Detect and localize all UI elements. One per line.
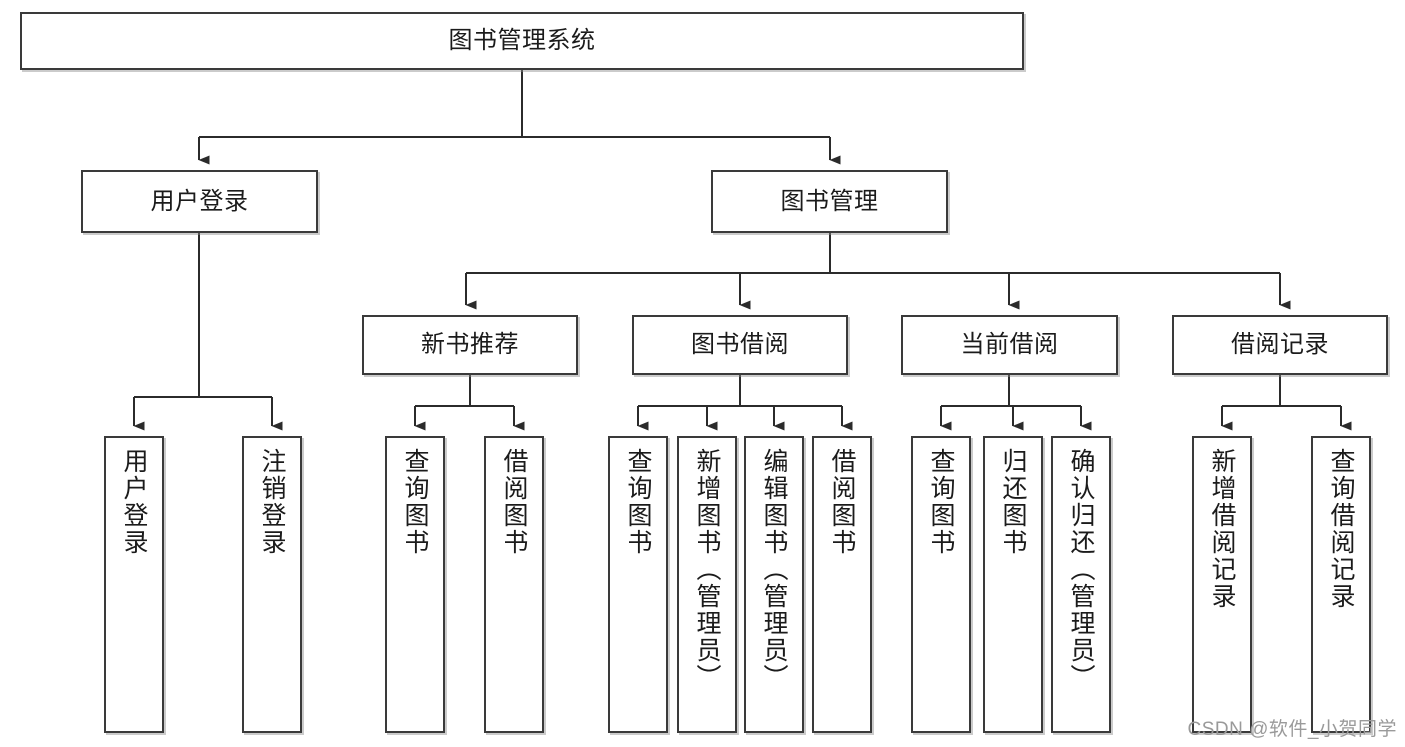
node-leaf-bb-query-book[interactable]: 查询图书 <box>608 436 668 733</box>
node-leaf-bb-borrow-book[interactable]: 借阅图书 <box>812 436 872 733</box>
node-user-login[interactable]: 用户登录 <box>81 170 318 233</box>
node-leaf-br-add-record-label: 新增借阅记录 <box>1208 448 1236 610</box>
node-user-login-label: 用户登录 <box>150 187 249 215</box>
node-current-borrow[interactable]: 当前借阅 <box>901 315 1118 375</box>
node-borrow-record[interactable]: 借阅记录 <box>1172 315 1388 375</box>
node-leaf-cb-query-book-label: 查询图书 <box>927 448 955 556</box>
node-root[interactable]: 图书管理系统 <box>20 12 1024 70</box>
node-leaf-logout[interactable]: 注销登录 <box>242 436 302 733</box>
node-leaf-cb-return-book-label: 归还图书 <box>999 448 1027 556</box>
node-leaf-bb-add-book-label: 新增图书（管理员） <box>693 448 721 691</box>
node-new-book-rec[interactable]: 新书推荐 <box>362 315 578 375</box>
node-leaf-bb-edit-book[interactable]: 编辑图书（管理员） <box>744 436 804 733</box>
node-leaf-cb-return-book[interactable]: 归还图书 <box>983 436 1043 733</box>
node-book-manage[interactable]: 图书管理 <box>711 170 948 233</box>
node-leaf-br-query-record-label: 查询借阅记录 <box>1327 448 1355 610</box>
node-new-book-rec-label: 新书推荐 <box>421 331 519 359</box>
node-leaf-bb-query-book-label: 查询图书 <box>624 448 652 556</box>
node-book-borrow-label: 图书借阅 <box>691 331 789 359</box>
node-book-manage-label: 图书管理 <box>780 187 879 215</box>
node-leaf-user-login-label: 用户登录 <box>120 448 148 556</box>
node-leaf-br-add-record[interactable]: 新增借阅记录 <box>1192 436 1252 733</box>
csdn-watermark: CSDN @软件_小贺同学 <box>1187 719 1397 740</box>
node-leaf-br-query-record[interactable]: 查询借阅记录 <box>1311 436 1371 733</box>
node-leaf-user-login[interactable]: 用户登录 <box>104 436 164 733</box>
node-leaf-bb-edit-book-label: 编辑图书（管理员） <box>760 448 788 691</box>
node-leaf-cb-confirm-return-label: 确认归还（管理员） <box>1067 448 1095 691</box>
node-leaf-cb-query-book[interactable]: 查询图书 <box>911 436 971 733</box>
node-leaf-cb-confirm-return[interactable]: 确认归还（管理员） <box>1051 436 1111 733</box>
node-leaf-rec-query-book-label: 查询图书 <box>401 448 429 556</box>
node-leaf-logout-label: 注销登录 <box>258 448 286 556</box>
node-root-label: 图书管理系统 <box>448 27 596 55</box>
node-leaf-rec-query-book[interactable]: 查询图书 <box>385 436 445 733</box>
node-leaf-rec-borrow-book[interactable]: 借阅图书 <box>484 436 544 733</box>
node-leaf-bb-add-book[interactable]: 新增图书（管理员） <box>677 436 737 733</box>
node-current-borrow-label: 当前借阅 <box>960 331 1059 359</box>
node-book-borrow[interactable]: 图书借阅 <box>632 315 848 375</box>
node-leaf-rec-borrow-book-label: 借阅图书 <box>500 448 528 556</box>
node-borrow-record-label: 借阅记录 <box>1231 331 1329 359</box>
node-leaf-bb-borrow-book-label: 借阅图书 <box>828 448 856 556</box>
